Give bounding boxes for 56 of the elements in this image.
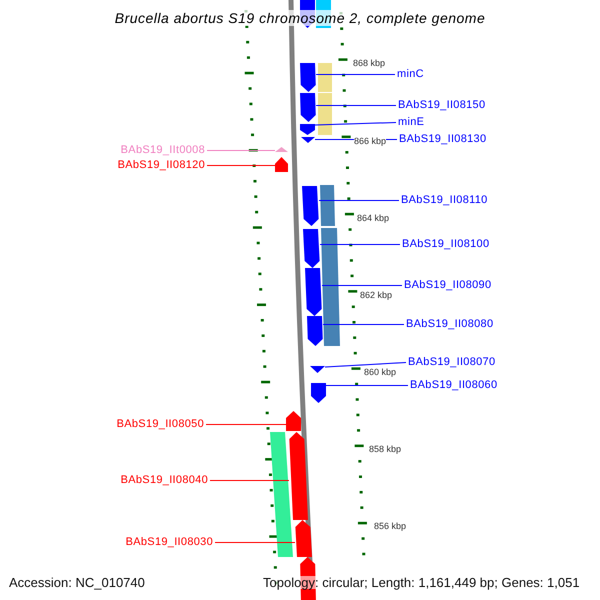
leader-line — [324, 362, 406, 368]
gene-block — [300, 63, 316, 92]
leader-line — [322, 324, 404, 325]
scale-label: 860 kbp — [364, 368, 396, 377]
gene-block — [310, 366, 325, 373]
accession-text: Accession: NC_010740 — [9, 576, 145, 589]
gene-label: BAbS19_II08060 — [410, 380, 498, 391]
scale-label: 868 kbp — [353, 59, 386, 68]
gene-bar — [318, 93, 332, 135]
leader-line — [314, 122, 396, 126]
gene-bar — [321, 228, 340, 346]
gene-block — [311, 383, 326, 403]
gene-label: minC — [397, 69, 424, 80]
gene-label: BAbS19_II08050 — [116, 419, 204, 430]
gene-label: BAbS19_II08070 — [408, 357, 496, 368]
leader-line — [322, 285, 402, 286]
gene-label: BAbS19_II08040 — [120, 475, 208, 486]
leader-line — [206, 424, 286, 425]
scale-label: 866 kbp — [354, 137, 386, 146]
gene-block — [300, 124, 315, 135]
leader-line — [206, 150, 276, 151]
gene-label: BAbS19_II08080 — [406, 319, 494, 330]
gene-label: minE — [398, 117, 424, 128]
scale-label: 858 kbp — [369, 445, 402, 454]
gene-block — [286, 411, 301, 431]
gene-block — [300, 93, 316, 122]
scale-label: 856 kbp — [374, 522, 406, 531]
leader-line — [206, 165, 276, 166]
gene-label: BAbS19_II08130 — [399, 134, 486, 145]
gene-block — [275, 147, 288, 152]
gene-label: BAbS19_II08100 — [402, 239, 490, 250]
leader-line — [320, 244, 400, 245]
leader-line — [326, 385, 408, 386]
gene-block — [301, 137, 315, 143]
leader-line — [210, 480, 290, 481]
gene-label: BAbS19_II08110 — [401, 195, 488, 206]
gene-block — [275, 157, 288, 172]
scale-label: 862 kbp — [360, 291, 392, 300]
gene-block — [295, 520, 312, 557]
leader-line — [316, 105, 396, 106]
leader-line — [214, 542, 296, 543]
gene-bar — [318, 63, 332, 92]
gene-bar — [270, 432, 293, 557]
map-title: Brucella abortus S19 chromosome 2, complete genome — [114, 10, 486, 26]
gene-label: BAbS19_II08120 — [118, 160, 205, 171]
genome-info-text: Topology: circular; Length: 1,161,449 bp; Genes: 1,051 — [263, 576, 580, 589]
scale-label: 864 kbp — [357, 214, 390, 223]
gene-block — [307, 316, 323, 346]
gene-label: BAbS19_II08030 — [126, 537, 213, 548]
gene-label: BAbS19_II08150 — [398, 100, 486, 111]
leader-line — [318, 200, 400, 201]
leader-line — [316, 74, 396, 75]
gene-label: BAbS19_II08090 — [404, 280, 492, 291]
gene-block — [302, 186, 319, 226]
gene-label: BAbS19_IIt0008 — [120, 145, 205, 156]
gene-bar — [320, 185, 335, 226]
